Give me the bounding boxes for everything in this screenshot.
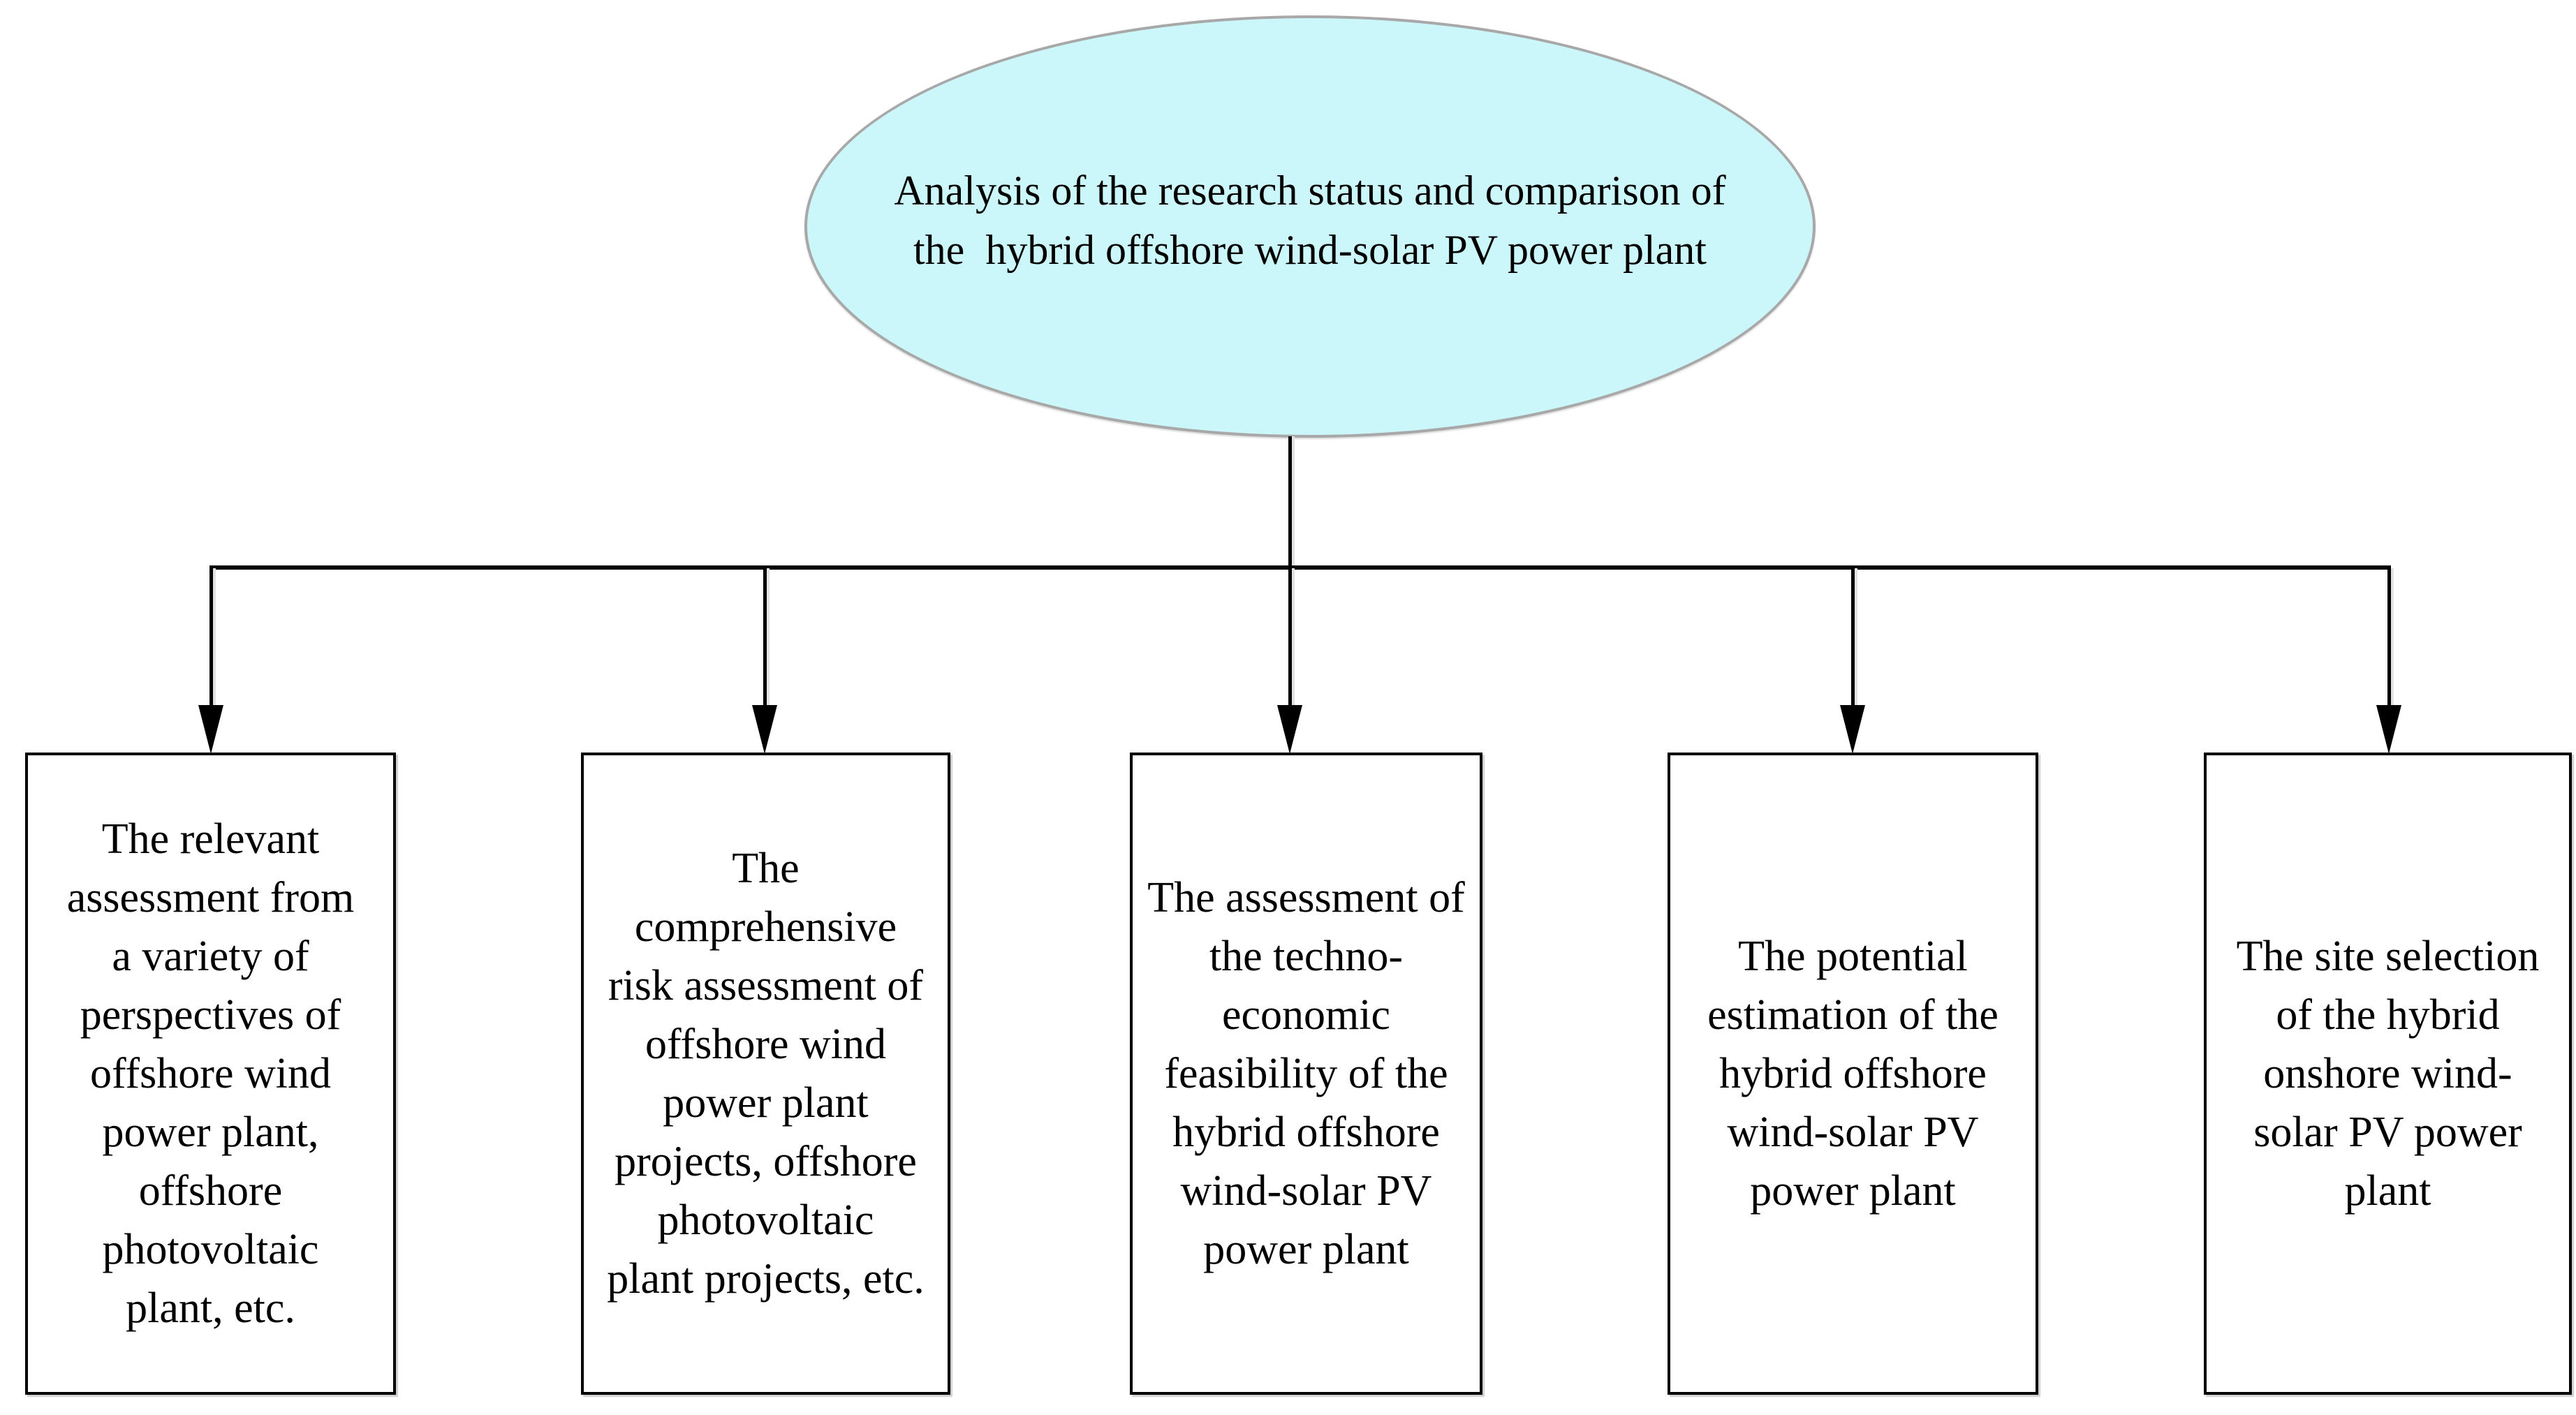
root-node-ellipse: Analysis of the research status and comp… [804,15,1816,438]
down-arrowhead-2-icon [752,705,777,754]
child-node-box-3: The assessment of the techno- economic f… [1130,753,1482,1395]
child-node-box-1: The relevant assessment from a variety o… [25,753,396,1395]
root-node-label: Analysis of the research status and comp… [894,167,1726,273]
connector-root-stem [1288,436,1292,567]
child-node-label-1: The relevant assessment from a variety o… [66,815,355,1332]
down-arrowhead-4-icon [1840,705,1865,754]
connector-drop-4 [1851,568,1855,706]
child-node-box-2: The comprehensive risk assessment of off… [581,753,950,1395]
connector-horizontal-bar [209,565,2391,570]
down-arrowhead-3-icon [1277,705,1302,754]
child-node-label-4: The potential estimation of the hybrid o… [1707,933,1999,1215]
connector-drop-5 [2387,568,2391,706]
connector-drop-1 [209,568,213,706]
child-node-box-4: The potential estimation of the hybrid o… [1668,753,2038,1395]
child-node-label-5: The site selection of the hybrid onshore… [2236,933,2540,1215]
connector-drop-3 [1288,568,1292,706]
child-node-label-2: The comprehensive risk assessment of off… [607,845,925,1303]
connector-drop-2 [763,568,767,706]
child-node-label-3: The assessment of the techno- economic f… [1147,874,1465,1273]
child-node-box-5: The site selection of the hybrid onshore… [2204,753,2572,1395]
down-arrowhead-5-icon [2376,705,2401,754]
down-arrowhead-1-icon [198,705,223,754]
